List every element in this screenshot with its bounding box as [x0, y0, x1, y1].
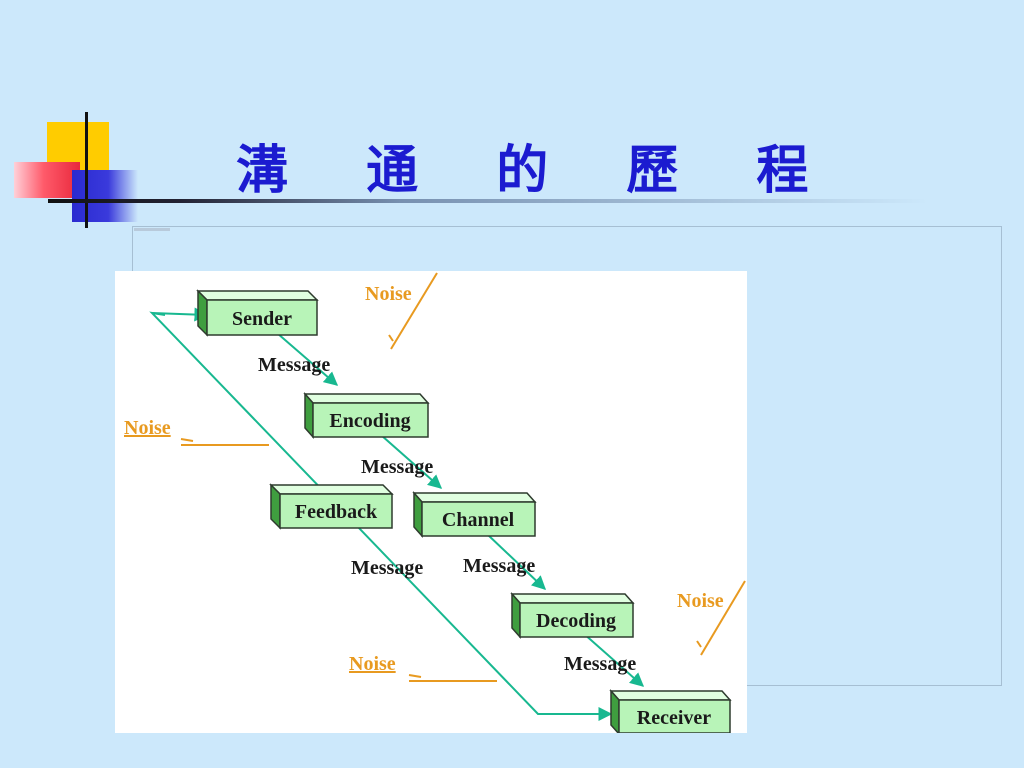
- box-decoding: Decoding: [510, 592, 635, 639]
- communication-diagram: Sender Encoding Feedback Channel Decodin…: [115, 271, 747, 733]
- box-feedback: Feedback: [269, 483, 394, 530]
- sender-label: Sender: [232, 308, 292, 330]
- frame-corner-mark: [134, 228, 170, 231]
- deco-red-square: [14, 162, 80, 198]
- message-label: Message: [564, 653, 636, 675]
- noise-tick-right: [696, 640, 702, 648]
- feedback-label: Feedback: [295, 501, 378, 523]
- arrow-sender-encoding: [276, 332, 339, 386]
- noise-label: Noise: [124, 417, 171, 439]
- noise-line-right: [700, 580, 746, 656]
- message-label: Message: [361, 456, 433, 478]
- noise-tick-left: [180, 438, 194, 442]
- encoding-label: Encoding: [329, 410, 410, 432]
- arrow-encoding-channel: [380, 434, 443, 489]
- channel-label: Channel: [442, 509, 515, 531]
- box-encoding: Encoding: [303, 392, 430, 439]
- box-sender: Sender: [196, 289, 319, 337]
- box-receiver: Receiver: [609, 689, 732, 733]
- noise-tick-top: [388, 334, 394, 342]
- receiver-label: Receiver: [637, 707, 712, 729]
- message-label: Message: [351, 557, 423, 579]
- arrow-decoding-receiver: [582, 632, 645, 687]
- noise-label: Noise: [677, 590, 724, 612]
- diagram-canvas: Sender Encoding Feedback Channel Decodin…: [124, 272, 746, 733]
- page-title: 溝 通 的 歷 程: [236, 140, 839, 201]
- deco-blue-square: [72, 170, 138, 222]
- title-rule: [48, 199, 928, 203]
- noise-label: Noise: [365, 283, 412, 305]
- decoding-label: Decoding: [536, 610, 616, 632]
- deco-vertical-line: [85, 112, 88, 228]
- arrow-channel-decoding: [486, 533, 547, 590]
- message-label: Message: [258, 354, 330, 376]
- noise-label: Noise: [349, 653, 396, 675]
- box-channel: Channel: [412, 491, 537, 538]
- message-label: Message: [463, 555, 535, 577]
- noise-line-top: [390, 272, 438, 350]
- noise-tick-bottom: [408, 674, 422, 678]
